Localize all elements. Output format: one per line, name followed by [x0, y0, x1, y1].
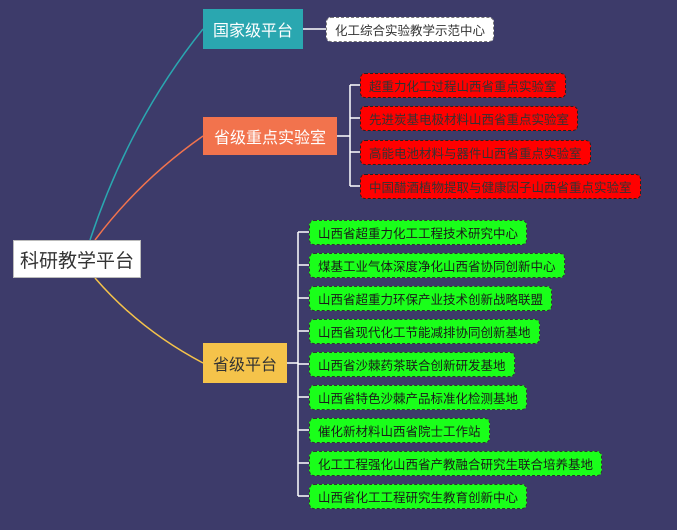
link-keylab-leaves: [337, 84, 360, 187]
leaf-node: 山西省化工工程研究生教育创新中心: [309, 484, 528, 509]
leaf-node: 催化新材料山西省院士工作站: [309, 418, 490, 443]
root-node: 科研教学平台: [13, 240, 141, 278]
leaf-node: 中国醋酒植物提取与健康因子山西省重点实验室: [360, 174, 641, 199]
leaf-node: 山西省超重力化工工程技术研究中心: [309, 220, 528, 245]
link-root-keylab: [94, 135, 204, 241]
leaf-node: 先进炭基电极材料山西省重点实验室: [360, 106, 579, 131]
leaf-node: 化工综合实验教学示范中心: [326, 17, 495, 42]
leaf-node: 山西省特色沙棘产品标准化检测基地: [309, 385, 528, 410]
branch-provincial-key-lab: 省级重点实验室: [203, 117, 337, 155]
leaf-node: 高能电池材料与器件山西省重点实验室: [360, 140, 591, 165]
link-root-provincial: [94, 277, 204, 364]
link-provincial-leaves: [287, 231, 309, 497]
leaf-node: 山西省超重力环保产业技术创新战略联盟: [309, 286, 553, 311]
branch-provincial-platform: 省级平台: [203, 343, 287, 383]
branch-national-platform: 国家级平台: [203, 9, 303, 49]
leaf-node: 煤基工业气体深度净化山西省协同创新中心: [309, 253, 565, 278]
link-root-national: [89, 28, 204, 241]
leaf-node: 超重力化工过程山西省重点实验室: [360, 73, 566, 98]
leaf-node: 山西省现代化工节能减排协同创新基地: [309, 319, 540, 344]
leaf-node: 山西省沙棘药茶联合创新研发基地: [309, 352, 515, 377]
leaf-node: 化工工程强化山西省产教融合研究生联合培养基地: [309, 451, 603, 476]
